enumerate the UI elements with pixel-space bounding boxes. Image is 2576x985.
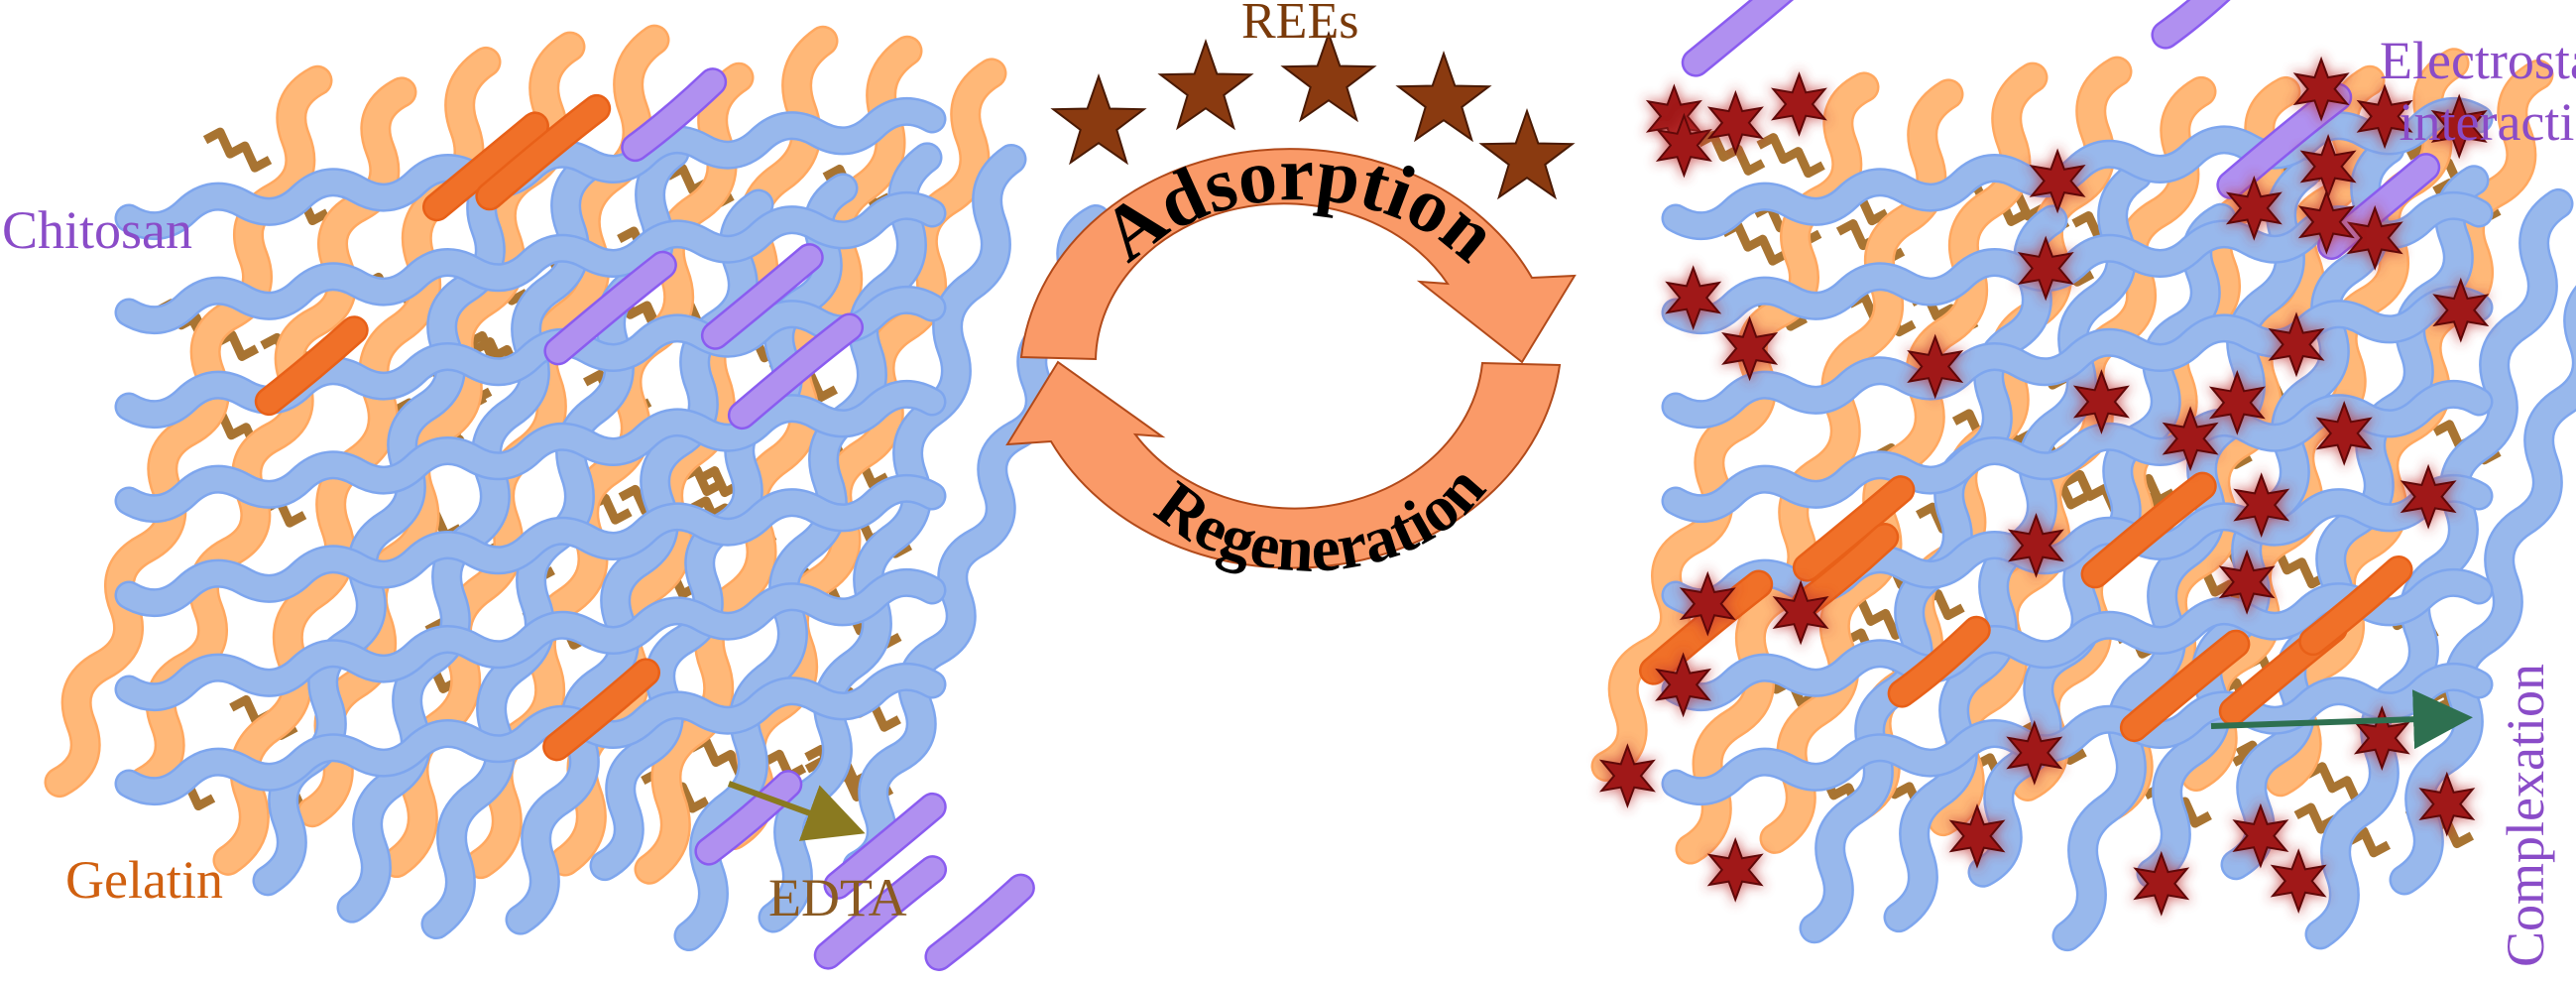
chitosan-end <box>825 795 945 898</box>
bound-ree-star <box>1655 652 1712 718</box>
hydrogel-network-before <box>44 24 1112 971</box>
chitosan-chain <box>117 570 944 709</box>
chitosan-end <box>816 857 945 968</box>
bound-ree-star <box>1772 579 1829 646</box>
gelatin-end <box>2083 474 2215 586</box>
bound-ree-star <box>2162 406 2219 472</box>
chitosan-label: Chitosan <box>2 200 193 260</box>
ree-star-group <box>1050 30 1576 200</box>
chitosan-end <box>2153 0 2227 48</box>
chitosan-end <box>623 69 725 160</box>
regeneration-arrow <box>1005 360 1562 569</box>
regeneration-label: Regeneration <box>1142 451 1498 586</box>
bound-ree-star <box>1770 71 1827 137</box>
gelatin-end <box>544 660 658 759</box>
bound-ree-star <box>2208 369 2266 435</box>
chitosan-chain <box>117 665 944 803</box>
bound-ree-star <box>2430 93 2488 160</box>
chitosan-end <box>696 772 800 864</box>
ree-star <box>1280 30 1377 123</box>
bound-ree-star <box>2346 204 2403 271</box>
chitosan-chain <box>117 193 944 332</box>
ree-star <box>1478 107 1576 200</box>
bound-ree-star <box>1721 315 1779 382</box>
edta-crosslinker <box>1756 133 1825 179</box>
ree-star <box>1157 38 1254 131</box>
chitosan-end <box>926 876 1033 969</box>
chitosan-chain <box>1664 665 2491 803</box>
complexation-label: Complexation <box>2496 664 2555 967</box>
bound-ree-star <box>2270 848 2327 914</box>
gelatin-end <box>1890 618 1989 706</box>
gelatin-end <box>424 113 547 219</box>
chitosan-end <box>703 245 822 348</box>
gelatin-label: Gelatin <box>65 850 223 910</box>
bound-ree-star <box>2356 83 2413 150</box>
gelatin-end <box>1795 477 1913 580</box>
chitosan-end <box>1684 0 1791 75</box>
gelatin-chain <box>637 38 920 883</box>
bound-ree-star <box>1706 89 1764 156</box>
bound-ree-stars <box>1596 53 2492 920</box>
edta-crosslinker <box>202 127 273 173</box>
bound-ree-star <box>2007 513 2064 578</box>
bound-ree-star <box>2218 549 2276 615</box>
chitosan-chain <box>676 144 940 949</box>
edta-arrow <box>727 781 866 841</box>
electrostatic-line2: interaction <box>2399 92 2576 153</box>
chitosan-chain <box>2392 289 2576 893</box>
chitosan-chain <box>2054 160 2318 949</box>
chitosan-chain <box>1664 288 2491 427</box>
bound-ree-star <box>1665 265 1722 331</box>
bound-ree-star <box>2432 277 2490 343</box>
gelatin-chain <box>1678 80 1961 863</box>
bound-ree-star <box>2268 311 2325 378</box>
bound-ree-star <box>2315 400 2373 466</box>
bound-ree-star <box>2006 720 2063 786</box>
adsorption-arrow <box>1019 148 1577 364</box>
edta-label: EDTA <box>768 868 907 927</box>
bound-ree-star <box>2292 56 2350 122</box>
bound-ree-star <box>2400 463 2457 530</box>
chitosan-end <box>730 314 862 428</box>
bound-ree-star <box>2029 148 2086 214</box>
gelatin-end <box>2300 557 2411 654</box>
bound-ree-star <box>1706 837 1764 903</box>
ree-star <box>1050 72 1147 166</box>
electrostatic-line1: Electrostatic <box>2380 31 2576 90</box>
bound-ree-star <box>1655 112 1712 179</box>
bound-ree-star <box>2297 188 2355 255</box>
bound-ree-star <box>2232 802 2289 869</box>
bound-ree-star <box>1598 743 1656 809</box>
chitosan-chain <box>117 382 944 521</box>
bound-ree-star <box>2418 771 2476 837</box>
complexation-arrow <box>2210 689 2473 750</box>
gelatin-end <box>257 317 367 414</box>
gelatin-end <box>1793 525 1897 617</box>
bound-ree-star <box>1679 570 1736 637</box>
gelatin-end <box>477 96 609 208</box>
bound-ree-star <box>2233 472 2290 539</box>
bound-ree-star <box>2225 176 2283 241</box>
bound-ree-star <box>1907 333 1964 400</box>
bound-ree-star <box>2133 850 2190 917</box>
bound-ree-star <box>2017 235 2074 302</box>
bound-ree-star <box>1948 803 2006 869</box>
chitosan-end <box>545 253 675 363</box>
rees-label: REEs <box>1241 0 1359 50</box>
adsorption-label: Adsorption <box>1086 130 1514 278</box>
bound-ree-star <box>2072 369 2130 434</box>
electrostatic-interaction-label: Electrostatic interaction <box>2380 30 2576 153</box>
gelatin-end <box>2122 632 2248 740</box>
chitosan-chain <box>117 476 944 615</box>
adsorption-regeneration-cycle: Adsorption Regeneration <box>1005 130 1577 586</box>
chitosan-chain <box>2307 190 2571 947</box>
ree-star <box>1395 50 1492 143</box>
